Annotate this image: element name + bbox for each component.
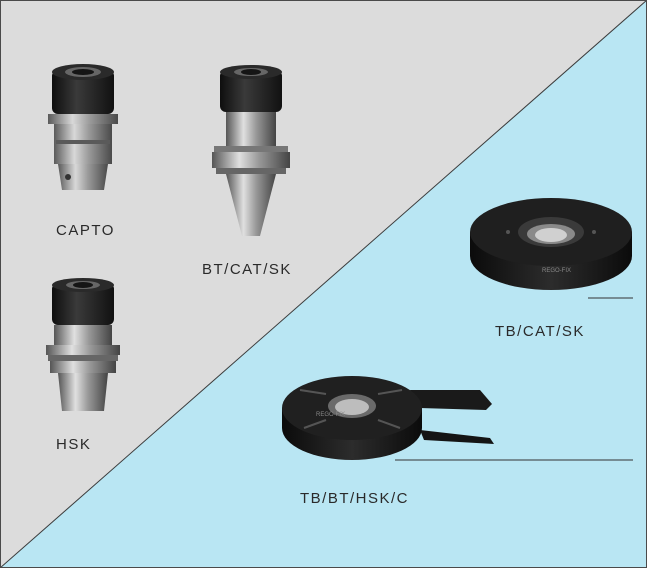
label-tb-cat-sk: TB/CAT/SK — [495, 323, 585, 340]
tool-holder-capto-icon — [48, 64, 118, 190]
tool-holder-bt-cat-sk-icon — [212, 65, 290, 236]
clamping-ring-icon: REGO-FIX — [470, 198, 632, 290]
engraving-text: REGO-FIX — [542, 268, 571, 274]
label-tb-bt-hsk-c: TB/BT/HSK/C — [300, 490, 410, 507]
clamping-ring-with-lever-icon: REGO-FIX — [282, 376, 494, 460]
tool-holder-hsk-icon — [46, 278, 120, 411]
label-hsk: HSK — [56, 436, 92, 453]
label-capto: CAPTO — [56, 222, 115, 239]
label-bt-cat-sk: BT/CAT/SK — [202, 261, 292, 278]
engraving-text: REGO-FIX — [316, 412, 345, 418]
